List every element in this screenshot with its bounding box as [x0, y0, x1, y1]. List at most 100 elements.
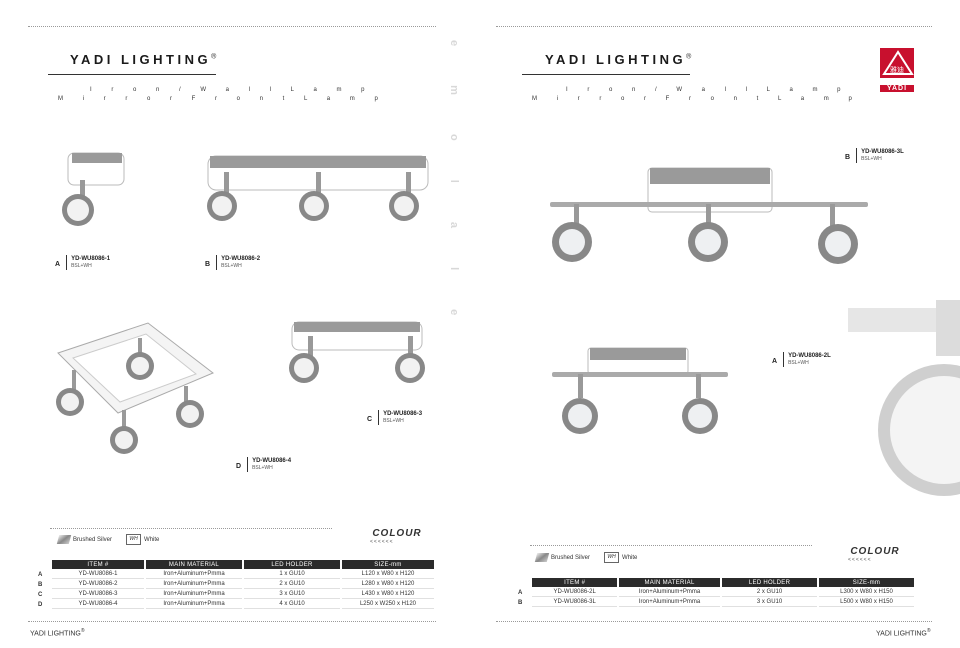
table-header: ITEM #	[532, 578, 617, 587]
product-letter: B	[205, 261, 211, 268]
cell-material: Iron+Aluminum+Pmma	[146, 590, 242, 599]
cell-size: L430 x W80 x H120	[342, 590, 434, 599]
product-letter: B	[845, 154, 851, 161]
row-label: A	[518, 589, 523, 596]
registered-mark: ®	[926, 628, 931, 634]
cell-size: L250 x W250 x H120	[342, 600, 434, 609]
subtitle-left-1: I r o n / W a l l L a m p	[90, 87, 374, 93]
cell-holder: 2 x GU10	[722, 588, 818, 597]
cell-item: YD-WU8086-3L	[532, 598, 617, 607]
brushed-silver-swatch	[56, 535, 72, 544]
registered-mark: ®	[211, 53, 217, 61]
brushed-silver-label: Brushed Silver	[73, 536, 113, 543]
colour-heading-left: COLOUR <<<<<<	[362, 528, 432, 545]
logo-emblem-icon: 雅迪	[880, 48, 914, 78]
registered-mark: ®	[80, 628, 85, 634]
brand-rule-left	[48, 74, 216, 75]
cell-size: L280 x W80 x H120	[342, 580, 434, 589]
cell-material: Iron+Aluminum+Pmma	[146, 580, 242, 589]
product-finish: BSL+WH	[383, 418, 404, 424]
colour-title: COLOUR	[372, 528, 422, 539]
table-header: SIZE-mm	[342, 560, 434, 569]
product-finish: BSL+WH	[788, 360, 809, 366]
yadi-logo: 雅迪 YADI	[878, 46, 918, 92]
product-finish: BSL+WH	[221, 263, 242, 269]
product-finish: BSL+WH	[71, 263, 92, 269]
table-header: LED HOLDER	[244, 560, 340, 569]
product-letter: D	[236, 463, 242, 470]
cell-item: YD-WU8086-3	[52, 590, 144, 599]
registered-mark: ®	[686, 53, 692, 61]
cell-item: YD-WU8086-1	[52, 570, 144, 579]
brand-text: YADI LIGHTING	[70, 52, 212, 67]
product-image-b	[207, 155, 429, 221]
product-image-c	[289, 321, 425, 383]
product-detail-closeup	[848, 300, 960, 496]
white-label: White	[622, 554, 638, 561]
colour-arrows: <<<<<<	[848, 557, 872, 563]
brand-title-left: YADI LIGHTING®	[70, 52, 216, 67]
product-letter: A	[772, 358, 778, 365]
cell-holder: 4 x GU10	[244, 600, 340, 609]
top-border-left	[28, 26, 436, 27]
product-code: YD-WU8086-1	[71, 256, 111, 262]
cell-holder: 1 x GU10	[244, 570, 340, 579]
table-header: SIZE-mm	[819, 578, 914, 587]
product-code: YD-WU8086-4	[252, 458, 292, 464]
cell-holder: 2 x GU10	[244, 580, 340, 589]
table-header: MAIN MATERIAL	[618, 578, 721, 587]
subtitle-right-1: I r o n / W a l l L a m p	[566, 87, 850, 93]
table-row: A YD-WU8086-1 Iron+Aluminum+Pmma 1 x GU1…	[38, 570, 434, 579]
white-swatch: WH	[126, 534, 142, 545]
footer-left: YADI LIGHTING®	[30, 628, 85, 637]
cell-item: YD-WU8086-4	[52, 600, 144, 609]
cell-holder: 3 x GU10	[722, 598, 818, 607]
colour-title: COLOUR	[850, 546, 900, 557]
brushed-silver-label: Brushed Silver	[551, 554, 591, 561]
white-label: White	[144, 536, 160, 543]
product-letter: A	[55, 261, 61, 268]
cell-material: Iron+Aluminum+Pmma	[618, 598, 721, 607]
cell-material: Iron+Aluminum+Pmma	[618, 588, 721, 597]
product-image-d	[56, 322, 214, 454]
cell-material: Iron+Aluminum+Pmma	[146, 570, 242, 579]
cell-item: YD-WU8086-2	[52, 580, 144, 589]
product-image-a	[62, 152, 125, 226]
brand-title-right: YADI LIGHTING®	[545, 52, 691, 67]
footer-brand: YADI LIGHTING	[876, 630, 927, 638]
table-header: ITEM #	[52, 560, 144, 569]
logo-cn-text: 雅迪	[890, 65, 904, 74]
row-label: B	[518, 599, 523, 606]
spec-table-left: ITEM # MAIN MATERIAL LED HOLDER SIZE-mm …	[36, 559, 436, 610]
subtitle-left-2: M i r r o r F r o n t L a m p	[58, 96, 387, 102]
brushed-silver-swatch	[534, 553, 550, 562]
colour-rule-right	[530, 545, 812, 546]
white-swatch: WH	[604, 552, 620, 563]
subtitle-right-2: M i r r o r F r o n t L a m p	[532, 96, 861, 102]
product-image-2l	[552, 347, 728, 434]
product-code: YD-WU8086-2L	[788, 353, 831, 359]
colour-swatches-left: Brushed Silver WH White	[56, 534, 160, 545]
cell-size: L300 x W80 x H150	[819, 588, 914, 597]
product-code: YD-WU8086-3L	[861, 149, 904, 155]
table-header: MAIN MATERIAL	[146, 560, 242, 569]
cell-material: Iron+Aluminum+Pmma	[146, 600, 242, 609]
footer-right: YADI LIGHTING®	[876, 628, 931, 637]
product-code: YD-WU8086-3	[383, 411, 423, 417]
cell-size: L500 x W80 x H150	[819, 598, 914, 607]
row-label: D	[38, 601, 43, 608]
vertical-watermark-text: e m o l a l e	[448, 40, 460, 334]
table-row: B YD-WU8086-2 Iron+Aluminum+Pmma 2 x GU1…	[38, 580, 434, 589]
bottom-border-left	[28, 621, 436, 622]
brand-rule-right	[522, 74, 690, 75]
table-row: B YD-WU8086-3L Iron+Aluminum+Pmma 3 x GU…	[518, 598, 914, 607]
colour-swatches-right: Brushed Silver WH White	[534, 552, 638, 563]
colour-rule-left	[50, 528, 332, 529]
table-row: D YD-WU8086-4 Iron+Aluminum+Pmma 4 x GU1…	[38, 600, 434, 609]
colour-arrows: <<<<<<	[370, 539, 394, 545]
cell-size: L120 x W80 x H120	[342, 570, 434, 579]
